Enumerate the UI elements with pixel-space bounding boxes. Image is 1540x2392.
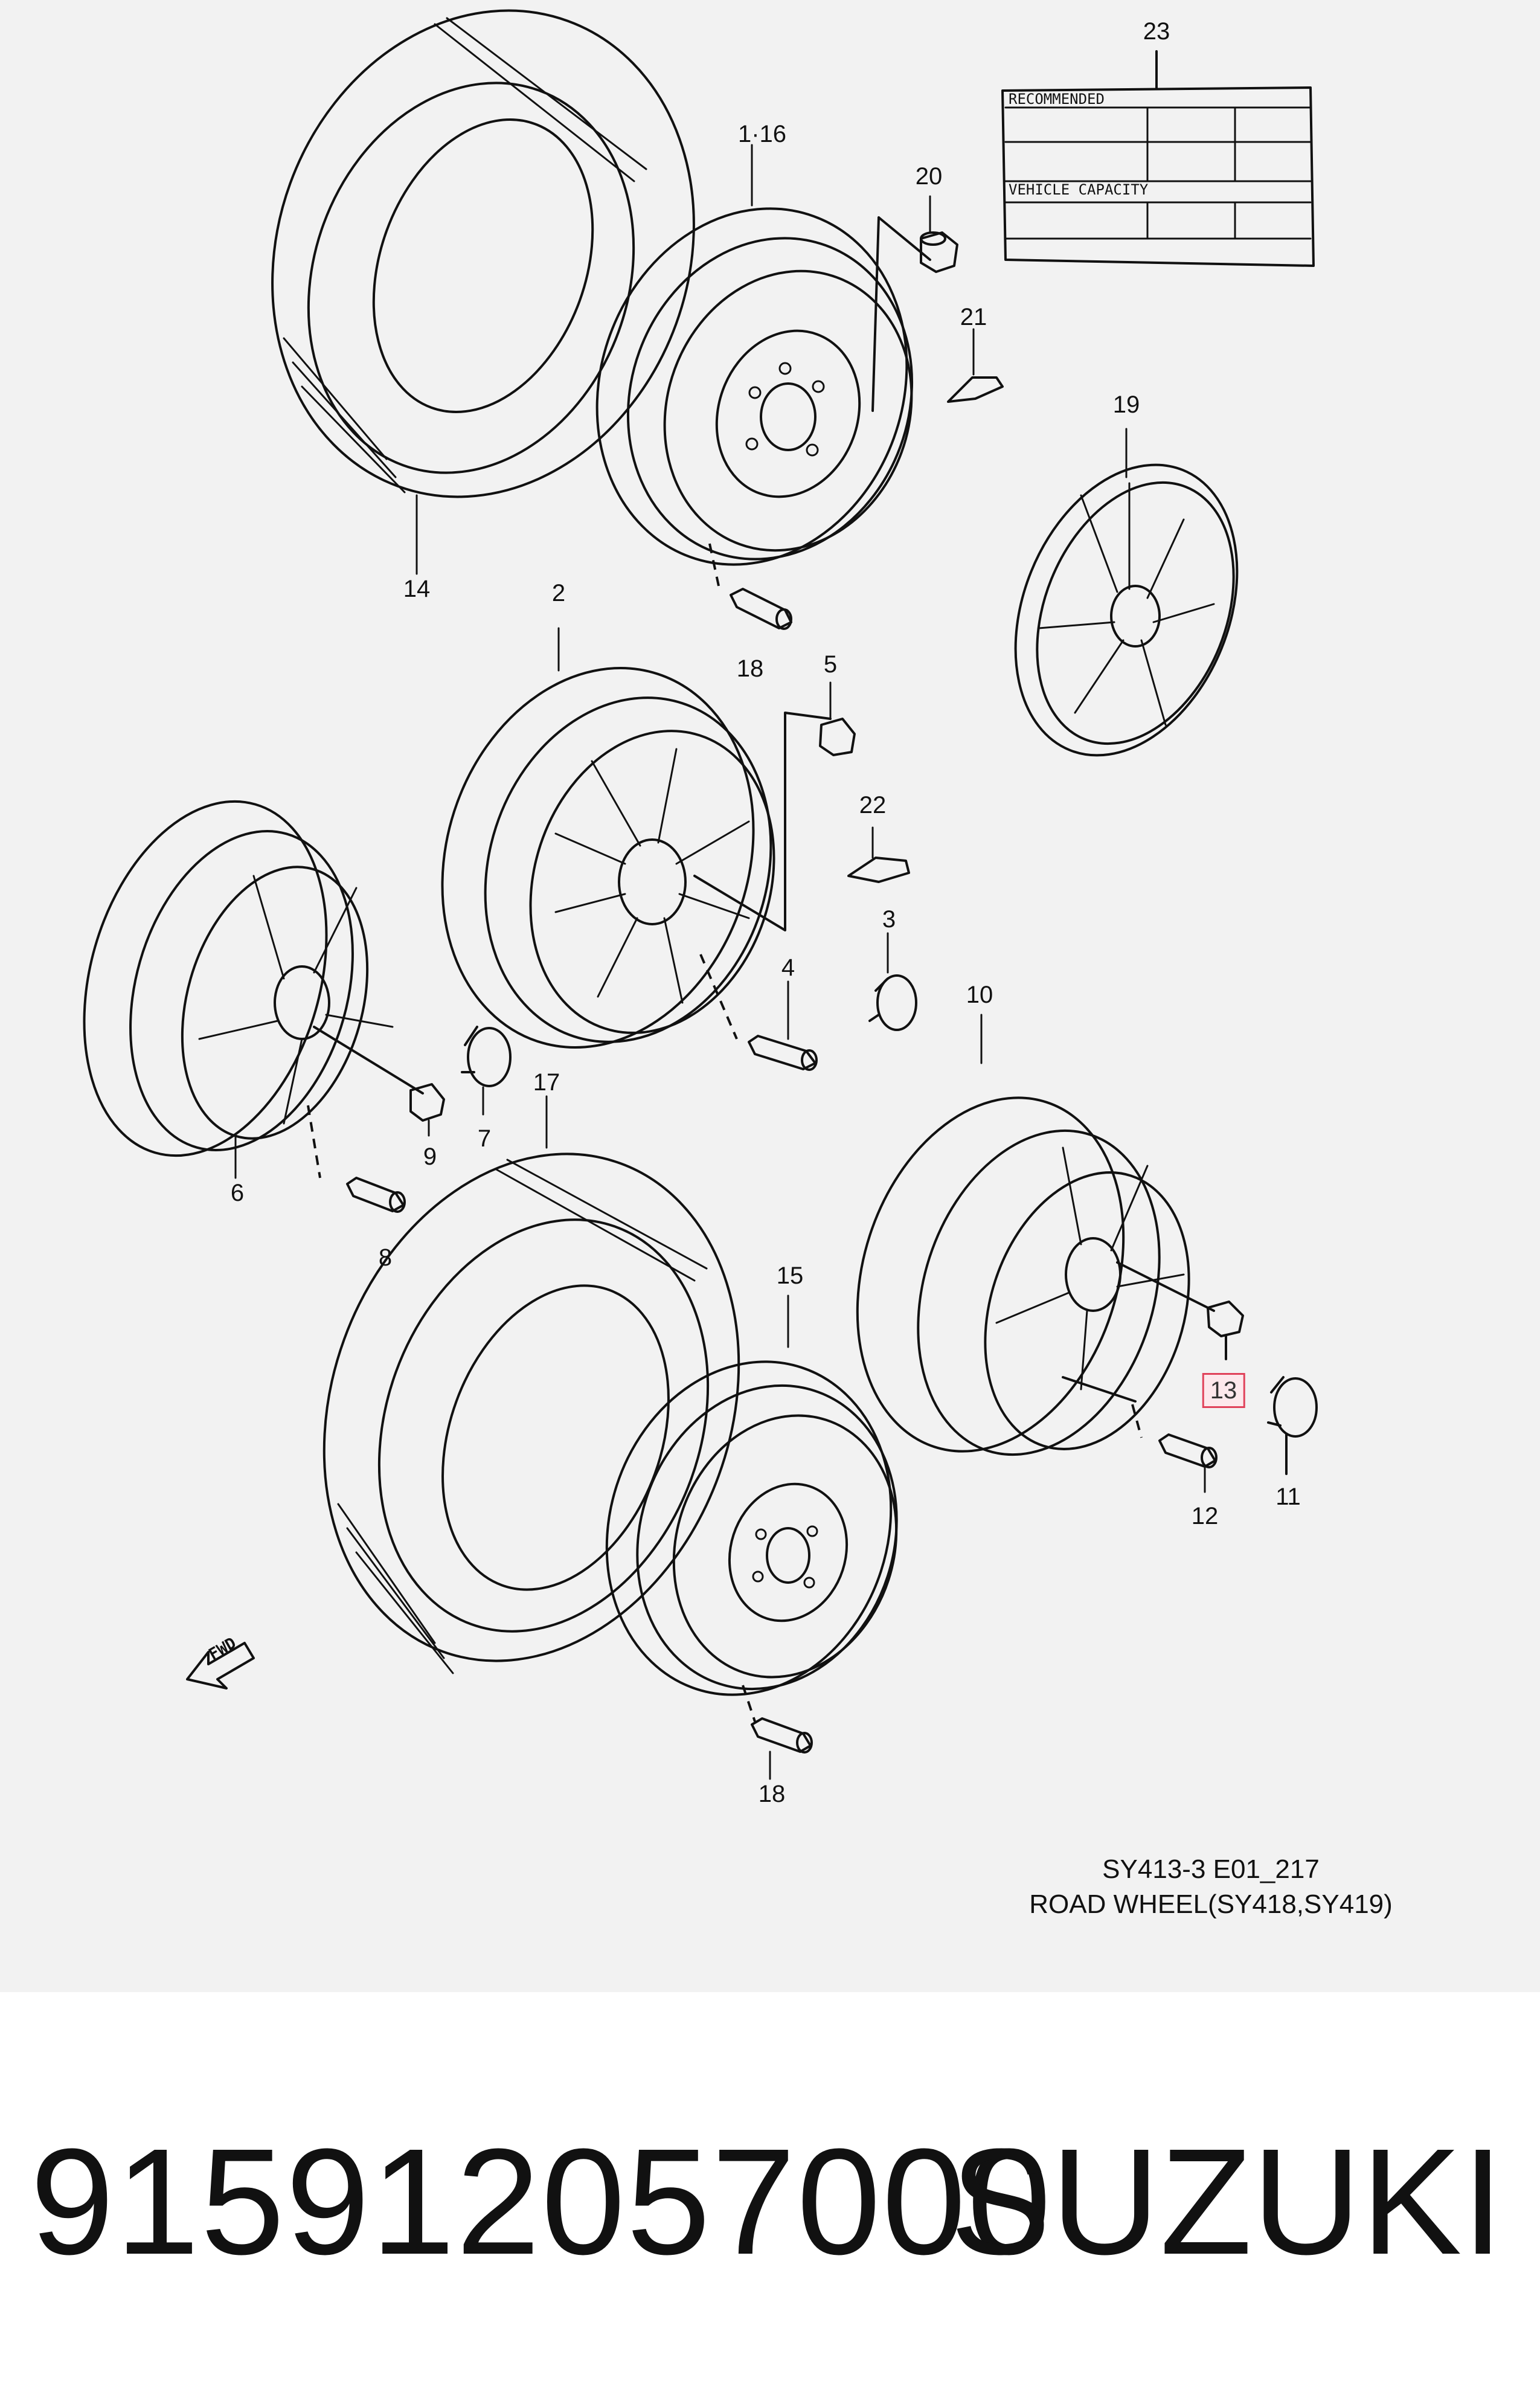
center-cap-11 xyxy=(1267,1376,1318,1475)
weight-clip-22 xyxy=(847,857,910,883)
callout-18-bottom: 18 xyxy=(758,1781,786,1807)
callout-3: 3 xyxy=(882,906,896,933)
callout-12: 12 xyxy=(1191,1503,1219,1529)
callout-9: 9 xyxy=(423,1143,437,1170)
brand-name: SUZUKI xyxy=(950,2117,1504,2286)
valve-stem-18-top xyxy=(730,588,792,630)
callout-23: 23 xyxy=(1143,18,1170,45)
wheel-cover-19 xyxy=(1014,463,1239,757)
tire-placard-23 xyxy=(1001,50,1315,267)
lug-nut-9 xyxy=(409,1083,445,1122)
callout-leaders xyxy=(234,144,1206,1780)
valve-stem-18-bottom xyxy=(751,1717,813,1754)
diagram-reference-code: SY413-3 E01_217 xyxy=(1102,1854,1320,1884)
placard-section: VEHICLE CAPACITY xyxy=(1009,181,1149,198)
alloy-wheel-10 xyxy=(856,1096,1215,1456)
alloy-wheel-2 xyxy=(441,667,832,1049)
parts-diagram: RECOMMENDED VEHICLE CAPACITY FWD 23 1·16… xyxy=(0,0,1540,1992)
placard-heading: RECOMMENDED xyxy=(1009,91,1105,108)
callout-13-highlighted[interactable]: 13 xyxy=(1202,1373,1245,1408)
steel-wheel-15 xyxy=(605,1360,898,1722)
callout-6: 6 xyxy=(230,1180,245,1206)
callout-17: 17 xyxy=(533,1069,560,1096)
callout-8: 8 xyxy=(378,1244,393,1271)
steel-wheel-1-16 xyxy=(595,207,931,587)
callout-15: 15 xyxy=(776,1262,804,1289)
valve-stem-4 xyxy=(748,1035,818,1071)
lug-nut-20 xyxy=(920,231,958,273)
fwd-arrow-icon xyxy=(186,1642,255,1690)
callout-21: 21 xyxy=(960,304,987,330)
callout-4: 4 xyxy=(781,954,795,981)
part-number: 915912057000 xyxy=(30,2117,1053,2286)
callout-22: 22 xyxy=(859,792,887,818)
callout-18-top: 18 xyxy=(736,655,764,682)
callout-19: 19 xyxy=(1112,391,1140,418)
exploded-view-drawing xyxy=(83,9,1318,1780)
callout-7: 7 xyxy=(477,1125,492,1152)
footer xyxy=(0,1992,1540,2392)
diagram-title: ROAD WHEEL(SY418,SY419) xyxy=(1029,1889,1393,1919)
callout-1-16: 1·16 xyxy=(737,121,787,147)
valve-stem-12 xyxy=(1158,1433,1218,1468)
valve-stem-8 xyxy=(346,1177,406,1213)
callout-2: 2 xyxy=(551,580,566,606)
callout-10: 10 xyxy=(966,982,993,1008)
weight-clip-21 xyxy=(947,376,1004,403)
tire-14 xyxy=(271,9,695,498)
callout-11: 11 xyxy=(1275,1484,1301,1510)
center-cap-3 xyxy=(868,974,917,1031)
tire-17 xyxy=(322,1153,740,1674)
callout-14: 14 xyxy=(403,576,431,602)
lug-nut-13 xyxy=(1207,1300,1244,1360)
lug-nut-5 xyxy=(819,718,856,756)
callout-5: 5 xyxy=(823,651,838,678)
callout-20: 20 xyxy=(915,163,943,190)
center-cap-7 xyxy=(461,1026,512,1087)
alloy-wheel-6 xyxy=(83,800,424,1178)
